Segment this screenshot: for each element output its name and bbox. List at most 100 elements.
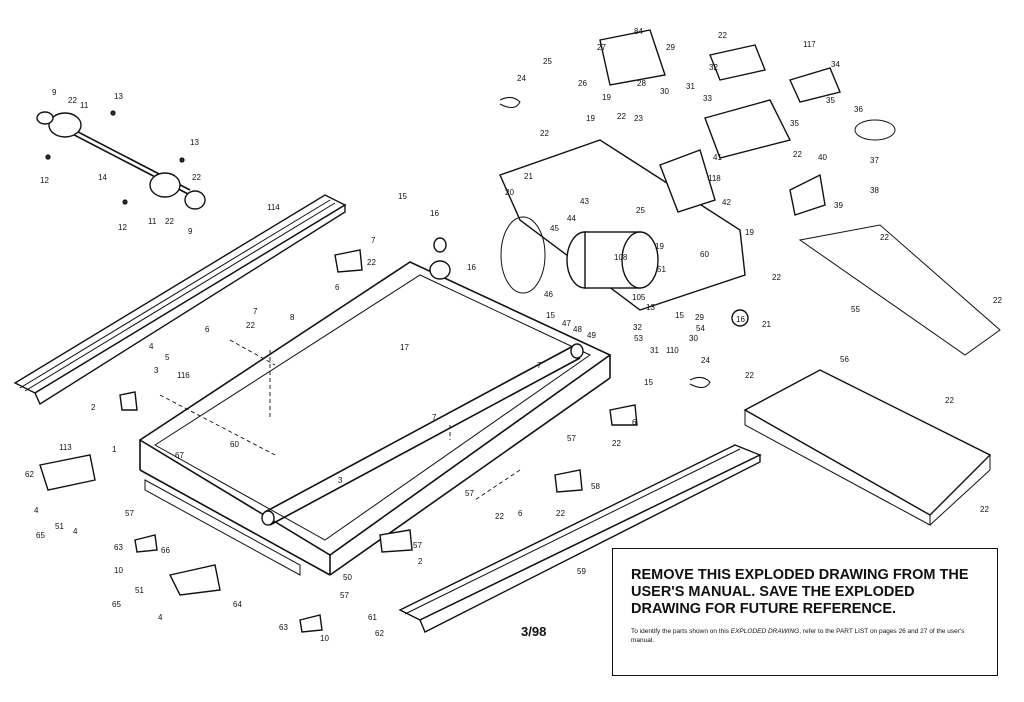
callout: 4 bbox=[73, 527, 78, 536]
callout: 8 bbox=[290, 313, 295, 322]
callout: 6 bbox=[518, 509, 523, 518]
main-frame bbox=[138, 261, 612, 576]
callout: 3 bbox=[338, 476, 343, 485]
callout: 19 bbox=[655, 242, 664, 251]
callout: 49 bbox=[587, 331, 596, 340]
callout: 22 bbox=[772, 273, 781, 282]
callout: 22 bbox=[367, 258, 376, 267]
callout: 39 bbox=[834, 201, 843, 210]
right-side-rail bbox=[398, 444, 762, 633]
callout: 6 bbox=[335, 283, 340, 292]
callout: 105 bbox=[632, 293, 646, 302]
callout: 84 bbox=[634, 27, 643, 36]
callout: 2 bbox=[91, 403, 96, 412]
callout: 42 bbox=[722, 198, 731, 207]
callout: 4 bbox=[158, 613, 163, 622]
callout: 35 bbox=[826, 96, 835, 105]
callout: 35 bbox=[790, 119, 799, 128]
callout: 13 bbox=[114, 92, 123, 101]
callout: 20 bbox=[505, 188, 514, 197]
callout: 33 bbox=[703, 94, 712, 103]
callout: 9 bbox=[188, 227, 193, 236]
callout: 59 bbox=[577, 567, 586, 576]
callout: 27 bbox=[597, 43, 606, 52]
callout: 118 bbox=[708, 174, 721, 183]
callout: 11 bbox=[80, 101, 89, 110]
callout: 40 bbox=[818, 153, 827, 162]
callout: 108 bbox=[614, 253, 628, 262]
callout: 7 bbox=[537, 361, 542, 370]
callout: 4 bbox=[34, 506, 39, 515]
callout: 19 bbox=[745, 228, 754, 237]
controller-board bbox=[599, 29, 896, 216]
callout: 29 bbox=[695, 313, 704, 322]
callout: 6 bbox=[205, 325, 210, 334]
callout: 16 bbox=[430, 209, 439, 218]
callout: 51 bbox=[657, 265, 666, 274]
callout: 22 bbox=[745, 371, 754, 380]
date-code: 3/98 bbox=[521, 624, 547, 639]
callout: 19 bbox=[602, 93, 611, 102]
callout: 47 bbox=[562, 319, 571, 328]
callout: 7 bbox=[253, 307, 258, 316]
callout: 25 bbox=[636, 206, 645, 215]
callout: 48 bbox=[573, 325, 582, 334]
callout: 113 bbox=[59, 443, 72, 452]
callout: 29 bbox=[666, 43, 675, 52]
callout: 24 bbox=[517, 74, 526, 83]
callout: 45 bbox=[550, 224, 559, 233]
callout-labels: 9 22 11 13 12 14 13 22 11 22 9 12 114 15… bbox=[25, 27, 1002, 643]
callout: 22 bbox=[617, 112, 626, 121]
callout: 63 bbox=[114, 543, 123, 552]
callout: 22 bbox=[980, 505, 989, 514]
callout: 16 bbox=[467, 263, 476, 272]
callout: 10 bbox=[114, 566, 123, 575]
callout: 26 bbox=[578, 79, 587, 88]
callout: 22 bbox=[192, 173, 201, 182]
callout: 25 bbox=[543, 57, 552, 66]
callout: 38 bbox=[870, 186, 879, 195]
callout: 41 bbox=[713, 153, 722, 162]
callout: 22 bbox=[993, 296, 1002, 305]
callout: 23 bbox=[634, 114, 643, 123]
callout: 63 bbox=[279, 623, 288, 632]
callout: 51 bbox=[135, 586, 144, 595]
notice-box: REMOVE THIS EXPLODED DRAWING FROM THE US… bbox=[612, 548, 998, 676]
base-frame bbox=[743, 369, 992, 526]
callout: 56 bbox=[840, 355, 849, 364]
callout: 60 bbox=[700, 250, 709, 259]
callout: 17 bbox=[400, 343, 409, 352]
front-roller bbox=[261, 343, 584, 526]
callout: 57 bbox=[413, 541, 422, 550]
callout: 15 bbox=[675, 311, 684, 320]
callout: 12 bbox=[40, 176, 49, 185]
callout: 62 bbox=[25, 470, 34, 479]
motor-hood-panel bbox=[798, 224, 1001, 356]
callout: 22 bbox=[880, 233, 889, 242]
callout: 24 bbox=[701, 356, 710, 365]
callout: 32 bbox=[709, 63, 718, 72]
callout: 19 bbox=[586, 114, 595, 123]
callout: 6 bbox=[632, 418, 637, 427]
callout: 15 bbox=[644, 378, 653, 387]
callout: 15 bbox=[398, 192, 407, 201]
callout: 60 bbox=[230, 440, 239, 449]
callout: 28 bbox=[637, 79, 646, 88]
callout: 110 bbox=[666, 346, 679, 355]
callout: 22 bbox=[246, 321, 255, 330]
callout: 1 bbox=[112, 445, 117, 454]
left-side-rail bbox=[13, 194, 347, 406]
callout: 66 bbox=[161, 546, 170, 555]
callout: 10 bbox=[320, 634, 329, 643]
callout: 57 bbox=[465, 489, 474, 498]
notice-instruction: To identify the parts shown on this EXPL… bbox=[631, 628, 965, 644]
callout: 50 bbox=[343, 573, 352, 582]
callout: 51 bbox=[55, 522, 64, 531]
callout: 34 bbox=[831, 60, 840, 69]
callout: 13 bbox=[646, 303, 655, 312]
callout: 43 bbox=[580, 197, 589, 206]
callout: 54 bbox=[696, 324, 705, 333]
callout: 7 bbox=[371, 236, 376, 245]
callout: 12 bbox=[118, 223, 127, 232]
